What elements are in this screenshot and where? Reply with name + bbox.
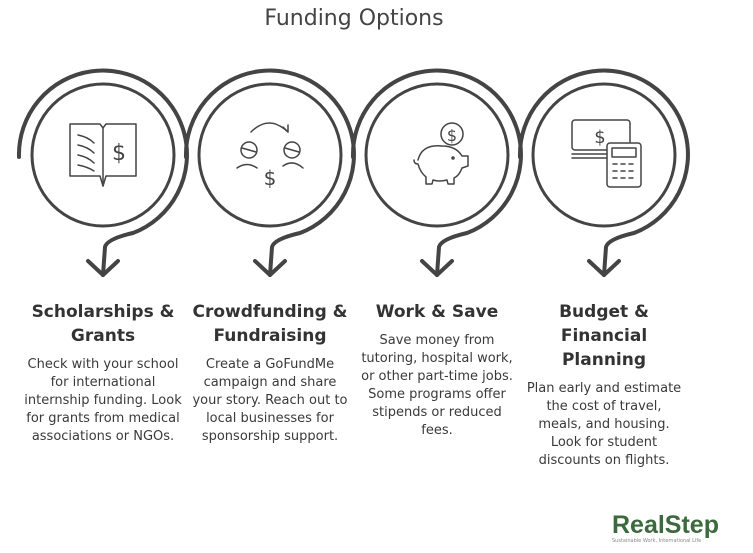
crowdfunding-icon: $: [236, 122, 304, 190]
svg-text:$: $: [594, 127, 605, 148]
arrow-down-icon: [253, 259, 287, 277]
svg-text:$: $: [264, 166, 277, 190]
outer-arc-arrow: [350, 68, 523, 277]
step-text: Save money from tutoring, hospital work,…: [361, 333, 513, 438]
step-crowdfunding: Crowdfunding & Fundraising Create a GoFu…: [190, 300, 350, 446]
outer-arc-arrow: [183, 68, 356, 277]
inner-ring: [197, 82, 343, 228]
step-title: Work & Save: [375, 302, 499, 322]
arrow-down-icon: [420, 259, 454, 277]
realstep-logo: RealStep Sustainable Work, International…: [612, 512, 719, 544]
step-text: Plan early and estimate the cost of trav…: [526, 381, 682, 468]
svg-text:$: $: [447, 126, 457, 145]
step-scholarships: Scholarships & Grants Check with your sc…: [23, 300, 183, 446]
step-text: Check with your school for international…: [24, 357, 182, 444]
step-title: Scholarships & Grants: [31, 302, 175, 346]
inner-ring: [364, 82, 510, 228]
step-title: Budget & Financial Planning: [559, 302, 649, 370]
cash-calculator-icon: $: [571, 119, 642, 188]
logo-tagline: Sustainable Work, International Life: [612, 538, 702, 544]
book-dollar-icon: $: [69, 123, 137, 187]
step-text: Create a GoFundMe campaign and share you…: [192, 357, 348, 444]
outer-arc-arrow: [517, 68, 690, 277]
arrow-down-icon: [587, 259, 621, 277]
step-work-save: Work & Save Save money from tutoring, ho…: [357, 300, 517, 440]
diagram-title: Funding Options: [264, 6, 444, 31]
arrow-down-icon: [86, 259, 120, 277]
svg-text:$: $: [112, 141, 126, 166]
step-budget: Budget & Financial Planning Plan early a…: [524, 300, 684, 470]
piggy-bank-icon: $: [413, 122, 469, 185]
step-title: Crowdfunding & Fundraising: [192, 302, 348, 346]
outer-arc-arrow: [16, 68, 189, 277]
logo-name: RealStep: [612, 511, 719, 539]
inner-ring: [531, 82, 677, 228]
inner-ring: [30, 82, 176, 228]
